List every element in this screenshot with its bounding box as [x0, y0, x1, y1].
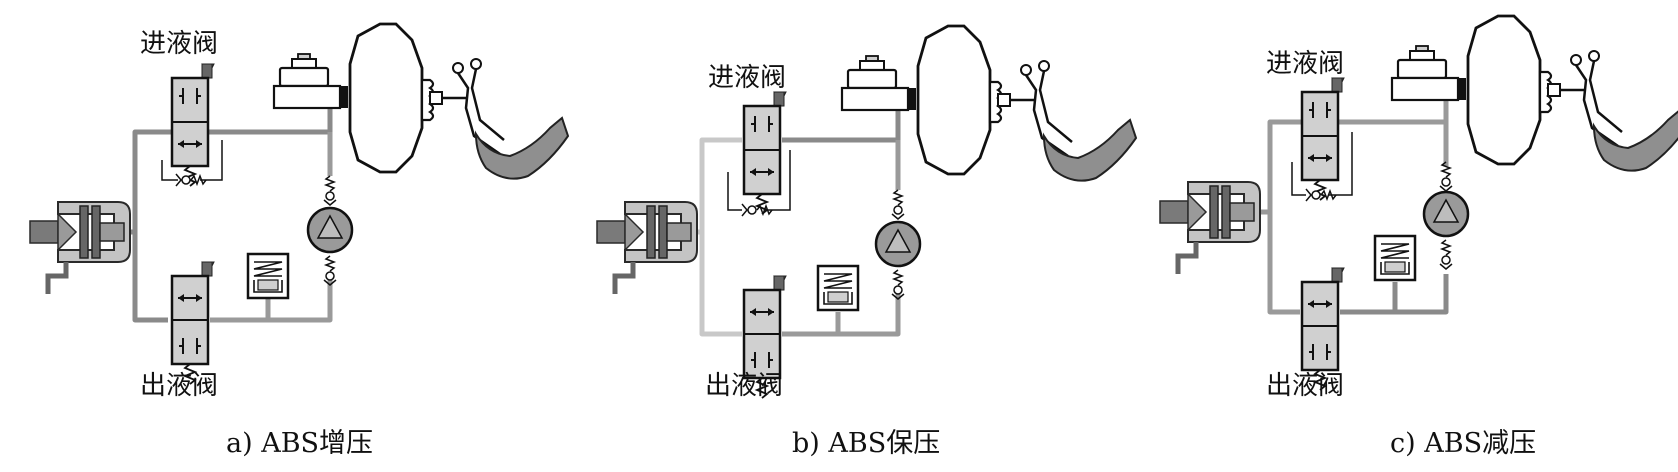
panel-b-outlet-valve-label: 出液阀: [705, 371, 783, 401]
panel-c-decrease: 进液阀 出液阀 c) ABS减压: [1160, 14, 1678, 459]
panel-b-inlet-valve-label: 进液阀: [708, 63, 786, 93]
panel-b-caption: b) ABS保压: [792, 428, 940, 459]
panel-c-inlet-valve-label: 进液阀: [1266, 49, 1344, 79]
panel-a-inlet-valve-label: 进液阀: [140, 29, 218, 59]
panel-c-caption: c) ABS减压: [1390, 428, 1536, 459]
panel-b-hold: 进液阀 出液阀 b) ABS保压: [597, 24, 1138, 459]
panel-a-outlet-valve-label: 出液阀: [140, 371, 218, 401]
panel-a-increase: 进液阀 出液阀 a) ABS增压: [30, 22, 570, 459]
panel-c-outlet-valve-label: 出液阀: [1266, 371, 1344, 401]
panel-a-caption: a) ABS增压: [226, 428, 373, 459]
